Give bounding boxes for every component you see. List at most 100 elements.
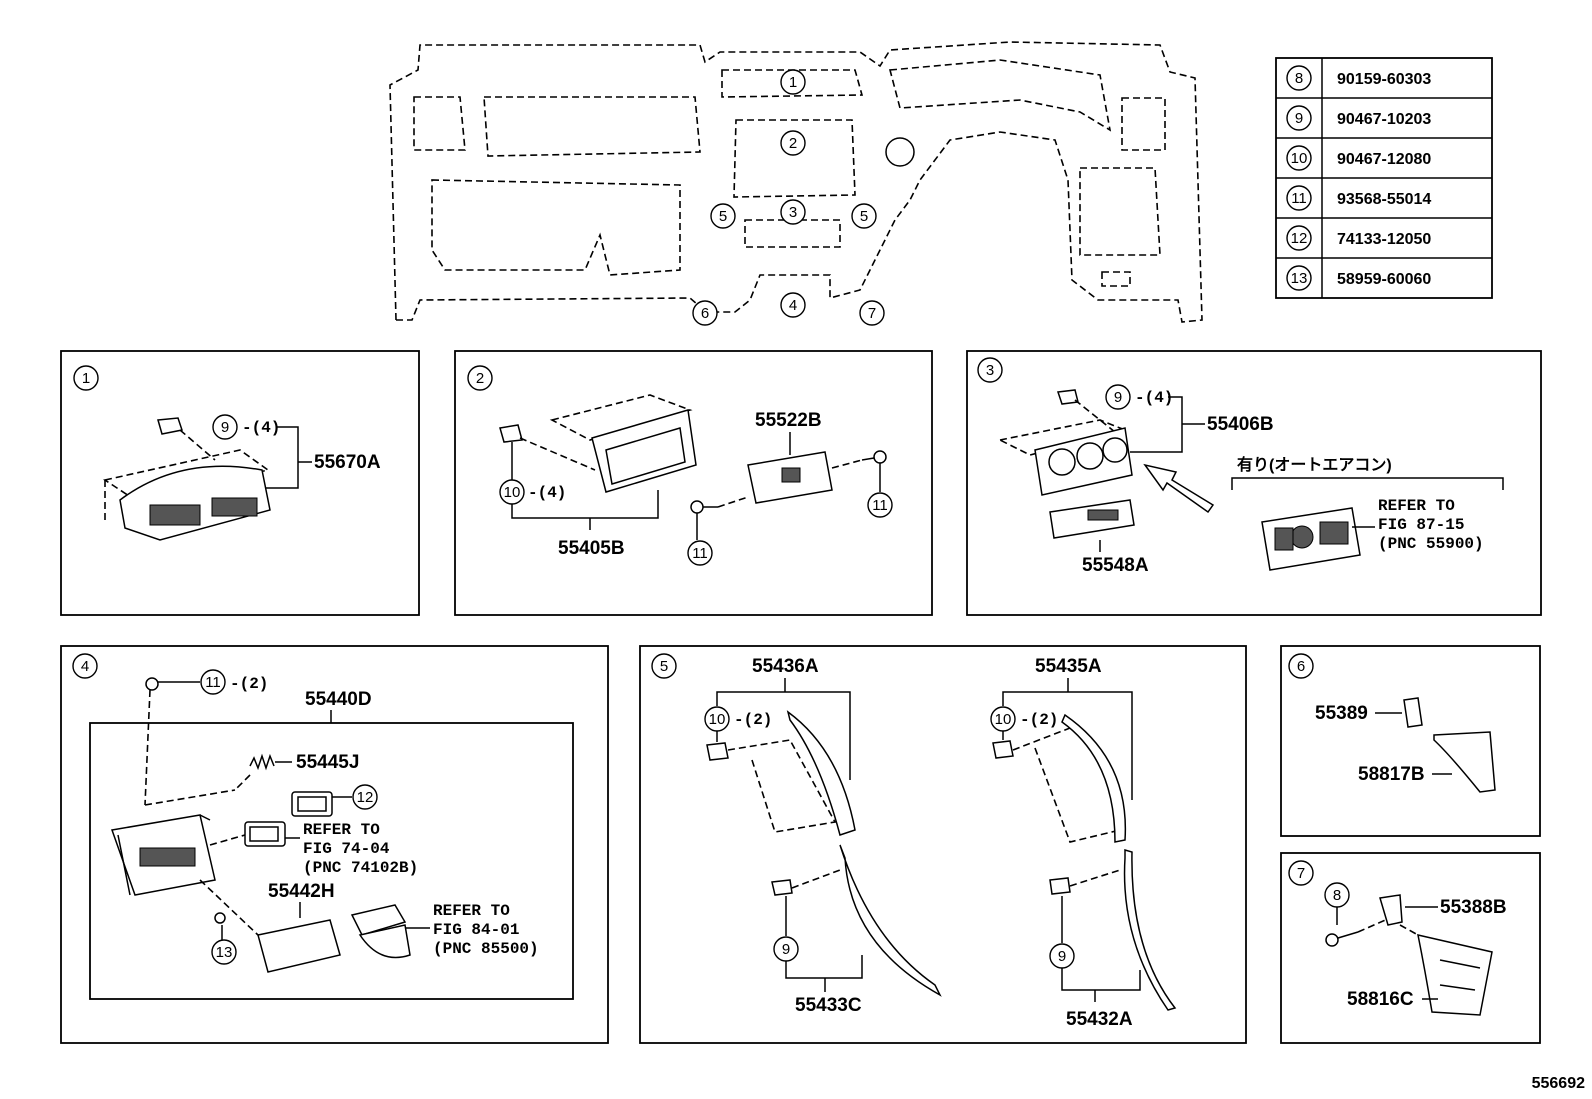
svg-text:11: 11 [1291, 190, 1307, 207]
svg-text:REFER TO: REFER TO [433, 902, 510, 920]
svg-text:12: 12 [357, 789, 374, 806]
svg-text:9: 9 [221, 419, 229, 436]
overview-callout-2: 2 [780, 130, 806, 156]
svg-text:55436A: 55436A [752, 656, 819, 677]
svg-text:REFER TO: REFER TO [1378, 497, 1455, 515]
svg-text:-(4): -(4) [1135, 389, 1173, 407]
svg-text:5: 5 [719, 208, 727, 225]
svg-text:-(2): -(2) [230, 675, 268, 693]
svg-text:58817B: 58817B [1358, 764, 1425, 785]
screw-icon: 11 [831, 450, 893, 518]
svg-text:FIG 74-04: FIG 74-04 [303, 840, 390, 858]
panel-5: 5 55436A 10 -(2) 9 55433C 55435A 10 -(2) [639, 645, 1247, 1044]
svg-text:有り(オートエアコン): 有り(オートエアコン) [1237, 455, 1392, 474]
svg-text:4: 4 [789, 297, 797, 314]
svg-text:11: 11 [692, 545, 708, 562]
table-row: 8 90159-60303 [1286, 65, 1431, 91]
screw-icon [145, 677, 200, 691]
svg-text:FIG 87-15: FIG 87-15 [1378, 516, 1464, 534]
svg-text:12: 12 [1291, 230, 1308, 247]
svg-text:55406B: 55406B [1207, 414, 1274, 435]
svg-text:(PNC 55900): (PNC 55900) [1378, 535, 1484, 553]
svg-text:10: 10 [504, 484, 521, 501]
figure-code: 556692 [1532, 1075, 1585, 1092]
screw-icon: 11 [687, 496, 749, 566]
svg-text:10: 10 [995, 711, 1012, 728]
svg-text:90467-10203: 90467-10203 [1337, 111, 1431, 128]
svg-text:55548A: 55548A [1082, 555, 1149, 576]
table-row: 10 90467-12080 [1286, 145, 1431, 171]
svg-text:1: 1 [789, 74, 797, 91]
svg-text:13: 13 [216, 944, 233, 961]
svg-text:90159-60303: 90159-60303 [1337, 71, 1431, 88]
svg-text:9: 9 [1295, 110, 1303, 127]
svg-text:9: 9 [1058, 948, 1066, 965]
svg-text:58959-60060: 58959-60060 [1337, 271, 1431, 288]
svg-text:55389: 55389 [1315, 703, 1368, 724]
overview-callout-3: 3 [780, 199, 806, 225]
svg-text:5: 5 [660, 658, 668, 675]
svg-text:6: 6 [1297, 658, 1305, 675]
callout-table: 8 90159-60303 9 90467-10203 10 90467-120… [1275, 57, 1493, 299]
svg-text:9: 9 [1114, 389, 1122, 406]
screw-icon [1325, 931, 1359, 947]
overview-callout-1: 1 [780, 69, 806, 95]
svg-text:FIG 84-01: FIG 84-01 [433, 921, 519, 939]
svg-text:55445J: 55445J [296, 752, 359, 773]
overview-callout-5-left: 5 [710, 203, 736, 229]
overview-callout-7: 7 [859, 300, 885, 326]
svg-text:(PNC 74102B): (PNC 74102B) [303, 859, 418, 877]
svg-text:8: 8 [1333, 887, 1341, 904]
overview-callout-4: 4 [780, 292, 806, 318]
svg-text:1: 1 [82, 370, 90, 387]
svg-text:8: 8 [1295, 70, 1303, 87]
svg-text:55440D: 55440D [305, 689, 372, 710]
svg-text:-(4): -(4) [528, 484, 566, 502]
svg-text:13: 13 [1291, 270, 1308, 287]
panel-4: 4 11 -(2) 55440D 55445J 12 REFER TO FIG … [60, 645, 609, 1044]
svg-text:-(2): -(2) [1020, 711, 1058, 729]
panel-6: 6 55389 58817B [1280, 645, 1541, 837]
svg-text:7: 7 [868, 305, 876, 322]
svg-text:(PNC 85500): (PNC 85500) [433, 940, 539, 958]
svg-text:3: 3 [986, 362, 994, 379]
svg-text:2: 2 [476, 370, 484, 387]
table-row: 9 90467-10203 [1286, 105, 1431, 131]
overview-callout-6: 6 [692, 300, 718, 326]
svg-text:-(2): -(2) [734, 711, 772, 729]
svg-text:6: 6 [701, 305, 709, 322]
panel-1: 1 9 -(4) 55670A [60, 350, 420, 616]
svg-text:11: 11 [872, 497, 888, 514]
svg-text:55435A: 55435A [1035, 656, 1102, 677]
svg-text:11: 11 [205, 674, 221, 691]
dashboard-overview: 1 2 3 5 5 4 6 7 [389, 41, 1203, 326]
svg-text:4: 4 [81, 658, 89, 675]
svg-text:9: 9 [782, 941, 790, 958]
svg-text:55522B: 55522B [755, 410, 822, 431]
svg-text:-(4): -(4) [242, 419, 280, 437]
svg-text:3: 3 [789, 204, 797, 221]
svg-text:93568-55014: 93568-55014 [1337, 191, 1431, 208]
svg-text:55432A: 55432A [1066, 1009, 1133, 1030]
overview-callout-5-right: 5 [851, 203, 877, 229]
svg-text:90467-12080: 90467-12080 [1337, 151, 1431, 168]
svg-text:55405B: 55405B [558, 538, 625, 559]
svg-text:REFER TO: REFER TO [303, 821, 380, 839]
svg-text:7: 7 [1297, 865, 1305, 882]
svg-text:55442H: 55442H [268, 881, 335, 902]
table-row: 12 74133-12050 [1286, 225, 1431, 251]
svg-text:10: 10 [709, 711, 726, 728]
svg-text:10: 10 [1291, 150, 1308, 167]
svg-text:55433C: 55433C [795, 995, 862, 1016]
table-row: 13 58959-60060 [1286, 265, 1431, 291]
panel-7: 7 8 55388B 58816C [1280, 852, 1541, 1044]
svg-text:5: 5 [860, 208, 868, 225]
panel-3: 3 9 -(4) 55406B 55548A 有り(オートエアコン) REFER… [966, 350, 1542, 616]
svg-text:55670A: 55670A [314, 452, 381, 473]
table-row: 11 93568-55014 [1286, 185, 1431, 211]
svg-text:58816C: 58816C [1347, 989, 1414, 1010]
svg-text:74133-12050: 74133-12050 [1337, 231, 1431, 248]
svg-text:55388B: 55388B [1440, 897, 1507, 918]
svg-text:2: 2 [789, 135, 797, 152]
